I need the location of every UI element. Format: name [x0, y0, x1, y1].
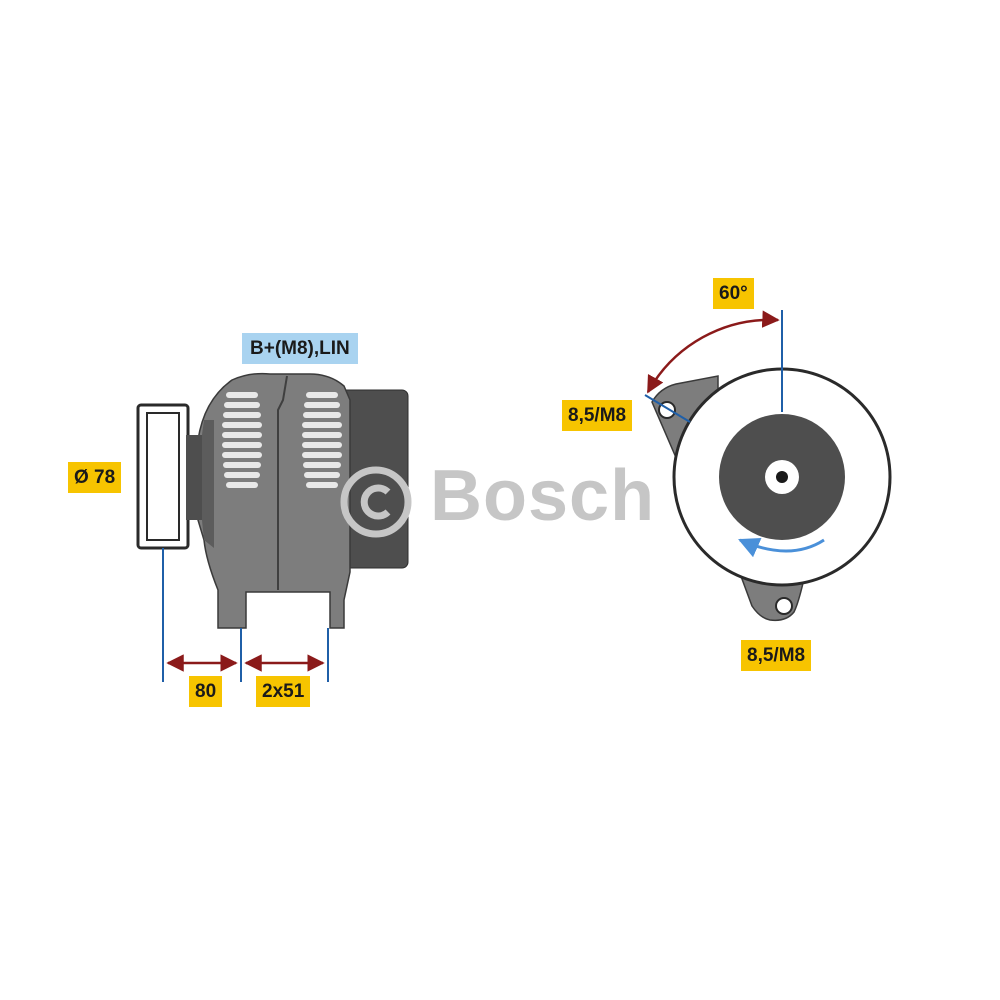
vent-slots-right — [302, 392, 342, 488]
pulley-hub — [186, 435, 202, 520]
front-flange — [200, 420, 214, 548]
mount-hole-bottom — [775, 597, 793, 615]
housing-seam — [277, 375, 288, 590]
copyright-icon — [340, 466, 412, 538]
angle-label: 60° — [713, 278, 754, 309]
diameter-label: Ø 78 — [68, 462, 122, 493]
mount-top-label: 8,5/M8 — [562, 400, 633, 431]
brand-wordmark: Bosch — [430, 456, 656, 536]
rotation-arrow — [738, 537, 825, 558]
front-view — [644, 310, 892, 622]
shaft-nut — [776, 471, 788, 483]
mount-bottom-label: 8,5/M8 — [741, 640, 812, 671]
bosch-watermark: Bosch — [338, 460, 674, 540]
side-view — [136, 372, 409, 682]
dimension-2x51-label: 2x51 — [256, 676, 311, 707]
dimension-80-label: 80 — [189, 676, 223, 707]
vent-slots-left — [222, 392, 262, 488]
housing-body — [197, 372, 351, 629]
angle-arc-60 — [646, 310, 780, 394]
pulley-inner — [146, 412, 180, 541]
terminal-label: B+(M8),LIN — [242, 333, 358, 364]
angled-reference-line — [644, 394, 691, 423]
